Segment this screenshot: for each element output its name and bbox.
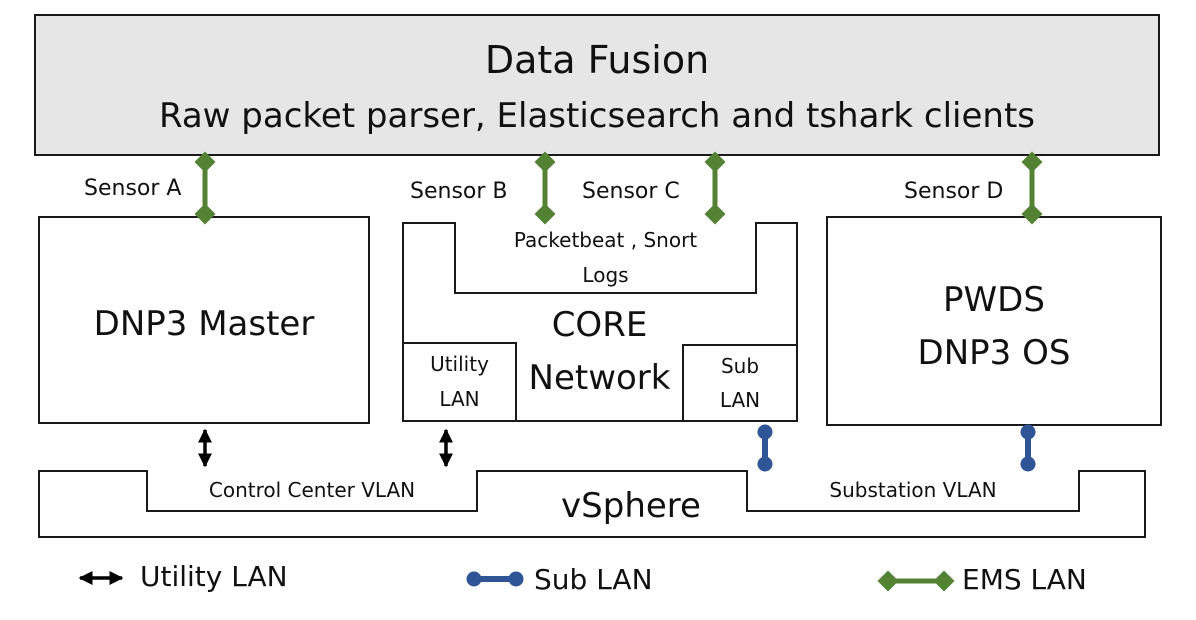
network-label: Network xyxy=(528,358,671,398)
core-sub-lan-link xyxy=(757,424,773,472)
packetbeat-label-line2: Logs xyxy=(582,263,629,287)
sensor-d-label: Sensor D xyxy=(904,179,1004,204)
pwds-label-line1: PWDS xyxy=(943,280,1045,320)
substation-vlan-box: Substation VLAN xyxy=(746,470,1080,512)
control-center-vlan-box: Control Center VLAN xyxy=(146,470,478,512)
dnp3-master-label: DNP3 Master xyxy=(93,304,315,344)
sensor-a-label: Sensor A xyxy=(84,176,182,201)
pwds-sub-lan-link xyxy=(1020,424,1036,472)
core-utility-lan-box: Utility LAN xyxy=(402,342,517,422)
pwds-label-line2: DNP3 OS xyxy=(917,333,1071,373)
legend-sub-lan-symbol xyxy=(466,571,524,587)
data-fusion-subtitle: Raw packet parser, Elasticsearch and tsh… xyxy=(158,96,1036,136)
legend-sub-lan-label: Sub LAN xyxy=(534,563,653,596)
legend-ems-lan-label: EMS LAN xyxy=(962,563,1087,596)
sensor-b-label: Sensor B xyxy=(410,179,508,204)
sensor-c-label: Sensor C xyxy=(582,179,680,204)
pwds-box: PWDS DNP3 OS xyxy=(826,216,1162,426)
core-label: CORE xyxy=(551,305,648,345)
substation-vlan-label: Substation VLAN xyxy=(829,478,997,502)
core-sub-lan-box: Sub LAN xyxy=(682,344,798,422)
data-fusion-title: Data Fusion xyxy=(484,38,710,82)
dnp3-master-box: DNP3 Master xyxy=(38,216,370,424)
data-fusion-box: Data Fusion Raw packet parser, Elasticse… xyxy=(34,14,1160,156)
core-utility-lan-line2: LAN xyxy=(439,387,480,411)
core-utility-lan-line1: Utility xyxy=(430,352,489,376)
vsphere-label: vSphere xyxy=(561,486,701,526)
core-sub-lan-line1: Sub xyxy=(720,354,760,378)
core-sub-lan-line2: LAN xyxy=(719,388,761,412)
packetbeat-snort-logs-box: Packetbeat , Snort Logs xyxy=(454,222,757,294)
control-center-vlan-label: Control Center VLAN xyxy=(208,478,416,502)
legend-utility-lan-label: Utility LAN xyxy=(140,560,288,593)
packetbeat-label-line1: Packetbeat , Snort xyxy=(513,228,698,252)
